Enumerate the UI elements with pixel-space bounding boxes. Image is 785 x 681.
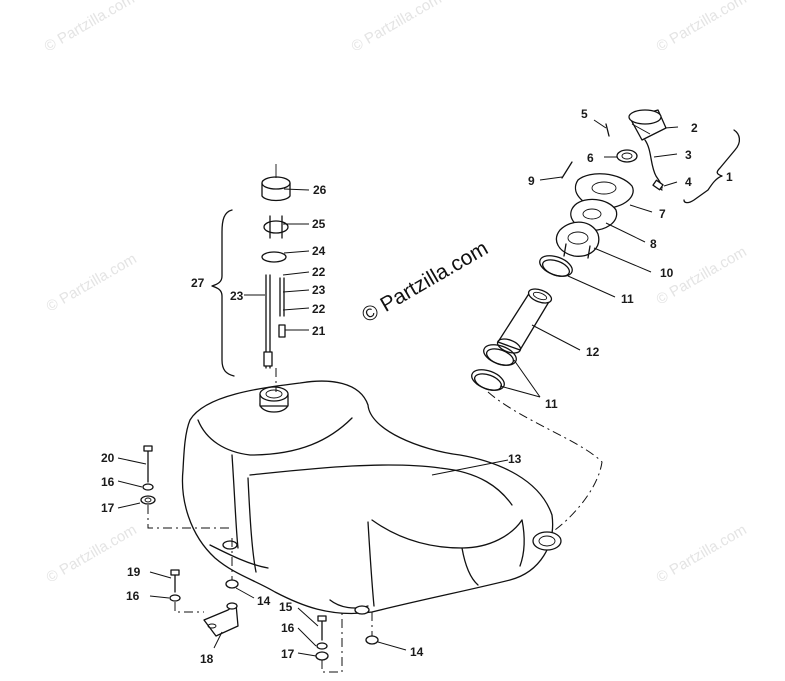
callout-27: 27: [191, 276, 205, 290]
callout-labels: 1 2 3 4 5 6 7 8 9 10 11 11 12 13 14 14 1…: [101, 107, 733, 666]
watermark-text: © Partzilla.com: [349, 0, 445, 55]
callout-11: 11: [545, 397, 558, 411]
callout-10: 10: [660, 266, 674, 280]
callout-16: 16: [126, 589, 140, 603]
callout-20: 20: [101, 451, 115, 465]
callout-14: 14: [410, 645, 424, 659]
watermark-text: © Partzilla.com: [42, 0, 138, 55]
callout-13: 13: [508, 452, 522, 466]
filler-adapter-10: [555, 221, 600, 257]
watermark-text: © Partzilla.com: [44, 250, 140, 315]
fuel-tank: [181, 380, 562, 615]
callout-19: 19: [127, 565, 141, 579]
callout-16: 16: [281, 621, 295, 635]
hose-clamp-upper: [539, 255, 573, 277]
sender-head-25: [263, 215, 289, 239]
callout-6: 6: [587, 151, 594, 165]
callout-1: 1: [726, 170, 733, 184]
callout-21: 21: [312, 324, 326, 338]
callout-18: 18: [200, 652, 214, 666]
pin-5: [605, 123, 610, 137]
callout-22: 22: [312, 302, 326, 316]
callout-16: 16: [101, 475, 115, 489]
callout-17: 17: [101, 501, 115, 515]
callout-14: 14: [257, 594, 271, 608]
mounting-hardware: [140, 391, 603, 673]
callout-3: 3: [685, 148, 692, 162]
watermark-text: © Partzilla.com: [44, 521, 140, 586]
callout-17: 17: [281, 647, 295, 661]
screw-9: [561, 161, 573, 179]
callout-25: 25: [312, 217, 326, 231]
group-bracket-27: [211, 209, 235, 377]
callout-5: 5: [581, 107, 588, 121]
callout-26: 26: [313, 183, 327, 197]
callout-4: 4: [685, 175, 692, 189]
callout-15: 15: [279, 600, 293, 614]
leader-lines: [117, 119, 741, 657]
watermark-center: © Partzilla.com: [358, 237, 492, 328]
callout-23: 23: [312, 283, 326, 297]
filler-assembly: [471, 109, 667, 391]
callout-7: 7: [659, 207, 666, 221]
callout-9: 9: [528, 174, 535, 188]
cap-tether: [644, 139, 663, 189]
gasket-6: [616, 149, 638, 163]
watermark-text: © Partzilla.com: [654, 0, 750, 55]
callout-2: 2: [691, 121, 698, 135]
filter-21: [278, 324, 286, 338]
gasket-24: [261, 251, 287, 263]
hose-clamp-lower: [471, 344, 517, 391]
filler-hose-12: [496, 288, 553, 354]
callout-12: 12: [586, 345, 600, 359]
lock-ring-26: [261, 164, 291, 202]
fuel-cap: [628, 109, 667, 141]
callout-22: 22: [312, 265, 326, 279]
watermark-text: © Partzilla.com: [654, 521, 750, 586]
callout-24: 24: [312, 244, 326, 258]
callout-11: 11: [621, 292, 634, 306]
callout-23: 23: [230, 289, 244, 303]
callout-8: 8: [650, 237, 657, 251]
sender-assembly: [211, 164, 291, 392]
